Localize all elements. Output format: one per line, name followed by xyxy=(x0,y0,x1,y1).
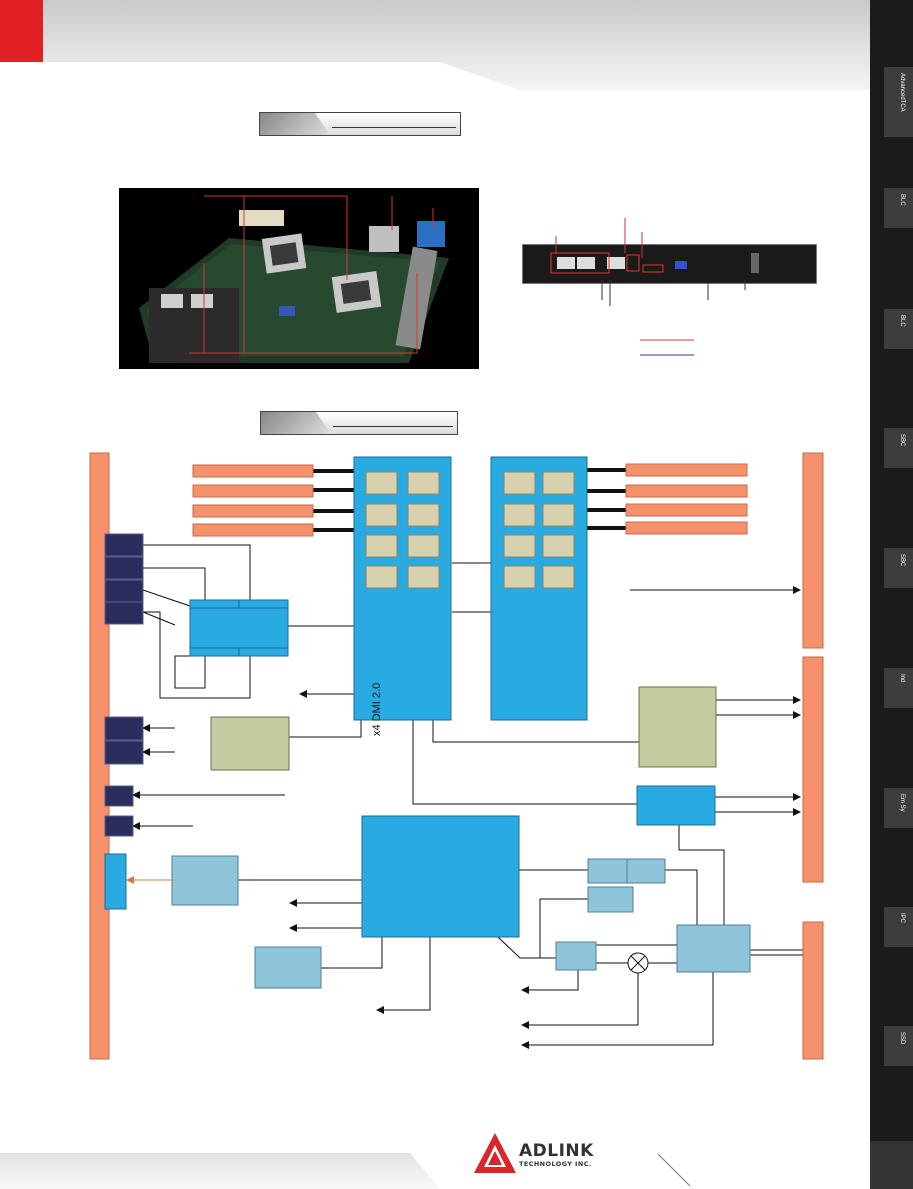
footer-band xyxy=(0,1153,440,1189)
tab-industrial[interactable]: Ind xyxy=(884,668,913,708)
tab-embedded-systems[interactable]: Em Sy xyxy=(884,788,913,828)
dmi-link-label: x4 DMI 2.0 xyxy=(371,682,383,736)
tab-ipc[interactable]: IPC xyxy=(884,907,913,947)
header-accent xyxy=(0,0,43,62)
brand-tagline: TECHNOLOGY INC. xyxy=(519,1160,592,1168)
faceplate-callouts xyxy=(555,218,746,356)
brand-name: ADLINK xyxy=(519,1141,594,1161)
page-number-block xyxy=(870,1141,913,1189)
category-sidebar: AdvancedTCA BLC BLC SBC SBC Ind Em Sy IP… xyxy=(870,0,913,1189)
block-diagram xyxy=(89,452,824,1060)
board-photo xyxy=(119,188,479,369)
tab-ssd[interactable]: SSD xyxy=(884,1026,913,1066)
section-bar-block-diagram xyxy=(260,411,458,435)
tab-blade-2[interactable]: BLC xyxy=(884,309,913,349)
footer-diagonal xyxy=(658,1153,691,1187)
adlink-logo-icon xyxy=(474,1133,516,1173)
tab-blade-1[interactable]: BLC xyxy=(884,188,913,228)
tab-sbc-1[interactable]: SBC xyxy=(884,428,913,468)
faceplate-image xyxy=(522,244,817,284)
tab-advancedtca[interactable]: AdvancedTCA xyxy=(884,67,913,137)
tab-sbc-2[interactable]: SBC xyxy=(884,548,913,588)
section-bar-photos xyxy=(259,112,461,136)
